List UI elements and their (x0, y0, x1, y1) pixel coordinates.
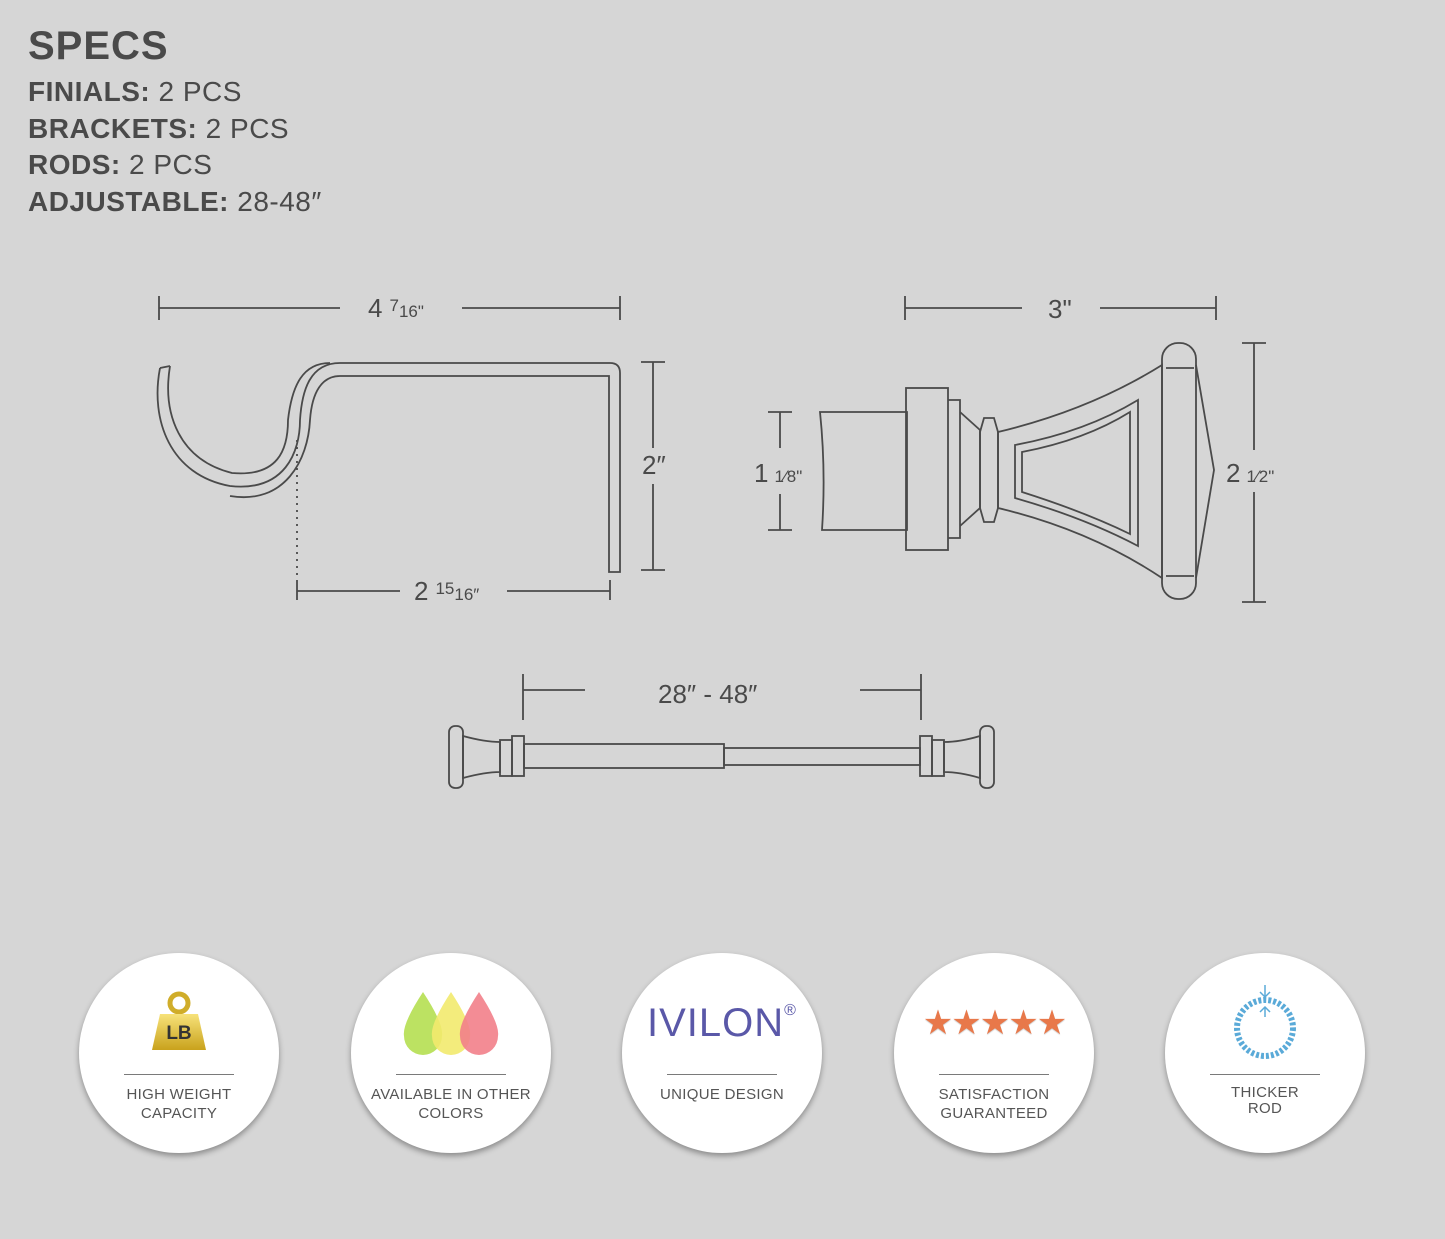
spec-value: 2 PCS (197, 112, 290, 144)
specs-title: SPECS (28, 24, 169, 68)
spec-row-brackets: BRACKETS: 2 PCS (28, 111, 322, 148)
badge-label: SATISFACTION GUARANTEED (938, 1086, 1050, 1122)
stars-icon: ★★★★★ (922, 1004, 1067, 1042)
brand-text: IVILON (647, 1000, 785, 1045)
finial-drawing (768, 296, 1266, 603)
badge-label: UNIQUE DESIGN (660, 1086, 784, 1103)
brand-logo: IVILON® (647, 1001, 797, 1046)
badge-satisfaction: ★★★★★ SATISFACTION GUARANTEED (894, 953, 1094, 1153)
spec-key: RODS: (28, 149, 121, 180)
badge-brand: IVILON® UNIQUE DESIGN (622, 953, 822, 1153)
weight-icon-text: LB (166, 1023, 191, 1044)
spec-value: 2 PCS (120, 149, 213, 180)
rod-ring-icon (1234, 985, 1296, 1059)
bracket-drawing (156, 296, 665, 600)
divider (396, 1074, 506, 1075)
rod-range-label: 28″ - 48″ (658, 679, 757, 709)
color-drops-icon (403, 992, 499, 1055)
badge-label: THICKER ROD (1231, 1084, 1299, 1117)
registered-mark: ® (784, 1002, 797, 1020)
spec-value: 28-48″ (228, 185, 322, 217)
finial-length-label: 3" (1048, 294, 1072, 324)
divider (1210, 1074, 1320, 1075)
divider (124, 1074, 234, 1075)
spec-row-adjustable: ADJUSTABLE: 28-48″ (28, 184, 322, 221)
weight-icon: LB (152, 991, 206, 1050)
divider (667, 1074, 777, 1075)
rod-drawing (448, 674, 995, 789)
badge-label: AVAILABLE IN OTHER COLORS (371, 1086, 531, 1122)
badge-weight: LB HIGH WEIGHT CAPACITY (79, 953, 279, 1153)
badge-label: HIGH WEIGHT CAPACITY (126, 1086, 232, 1122)
bracket-height-label: 2″ (642, 450, 666, 480)
spec-value: 2 PCS (150, 76, 242, 107)
spec-row-rods: RODS: 2 PCS (28, 147, 322, 184)
specs-panel: SPECS FINIALS: 2 PCS BRACKETS: 2 PCS ROD… (28, 24, 322, 220)
spec-key: ADJUSTABLE: (28, 185, 229, 217)
badge-thicker-rod: THICKER ROD (1165, 953, 1365, 1153)
spec-row-finials: FINIALS: 2 PCS (28, 74, 322, 111)
spec-key: FINIALS: (28, 76, 151, 107)
divider (939, 1074, 1049, 1075)
badge-colors: AVAILABLE IN OTHER COLORS (351, 953, 551, 1153)
spec-key: BRACKETS: (28, 112, 198, 144)
